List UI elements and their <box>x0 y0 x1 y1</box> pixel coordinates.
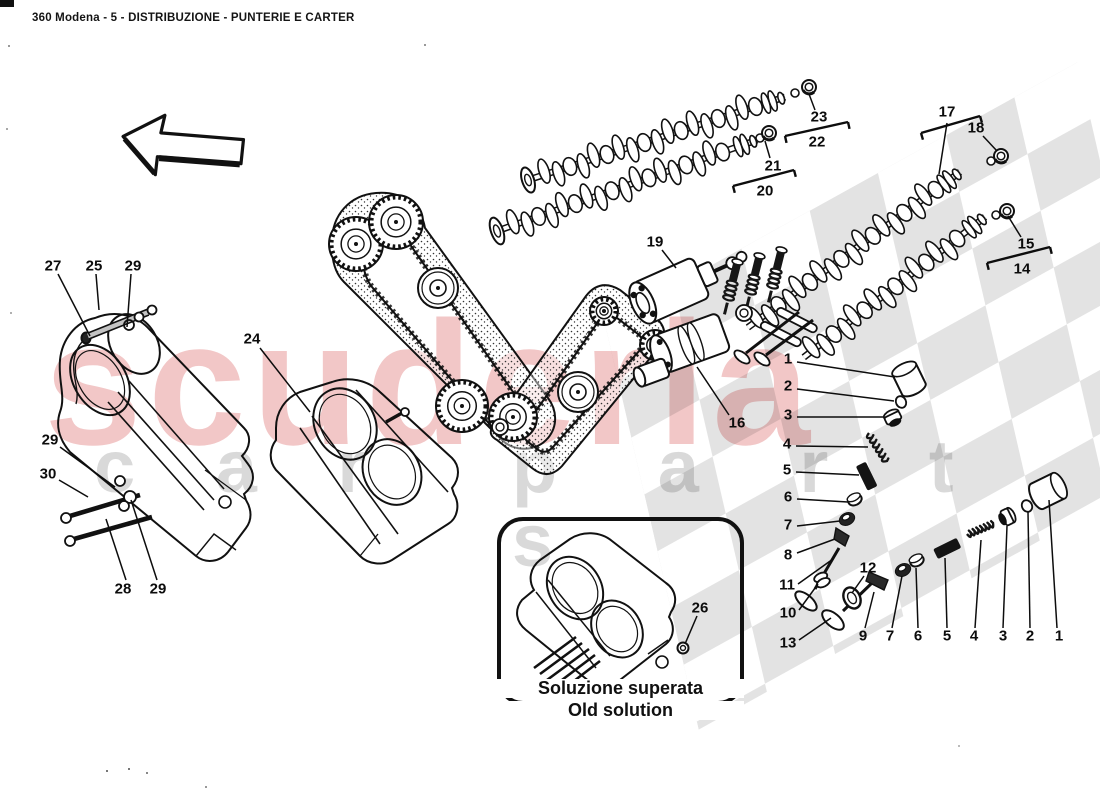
callout-label-27: 27 <box>44 257 62 275</box>
callout-label-28: 28 <box>114 580 132 598</box>
callout-label-5: 5 <box>942 627 952 645</box>
callout-label-23: 23 <box>810 108 828 126</box>
callout-label-7: 7 <box>885 627 895 645</box>
watermark-car: c a r <box>94 425 397 508</box>
scan-specks <box>8 45 10 47</box>
callout-label-20: 20 <box>756 182 774 200</box>
callout-label-29: 29 <box>149 580 167 598</box>
callout-label-17: 17 <box>938 103 956 121</box>
inset-caption-italian: Soluzione superata <box>497 679 744 698</box>
old-solution-inset-box <box>497 517 744 705</box>
callout-label-29: 29 <box>124 257 142 275</box>
scan-corner-mark <box>0 0 14 7</box>
direction-arrow-icon <box>121 113 246 177</box>
camshaft-2 <box>488 133 759 246</box>
toothed-pulley <box>368 194 424 250</box>
callout-label-3: 3 <box>998 627 1008 645</box>
inset-caption-english: Old solution <box>497 701 744 720</box>
camshaft-1 <box>520 90 787 194</box>
callout-label-21: 21 <box>764 157 782 175</box>
callout-label-6: 6 <box>913 627 923 645</box>
callout-label-4: 4 <box>969 627 979 645</box>
callout-label-25: 25 <box>85 257 103 275</box>
callout-label-2: 2 <box>1025 627 1035 645</box>
callout-label-22: 22 <box>808 133 826 151</box>
page-title: 360 Modena - 5 - DISTRIBUZIONE - PUNTERI… <box>32 12 355 24</box>
toothed-pulley <box>328 216 384 272</box>
callout-label-1: 1 <box>1054 627 1064 645</box>
callout-label-19: 19 <box>646 233 664 251</box>
